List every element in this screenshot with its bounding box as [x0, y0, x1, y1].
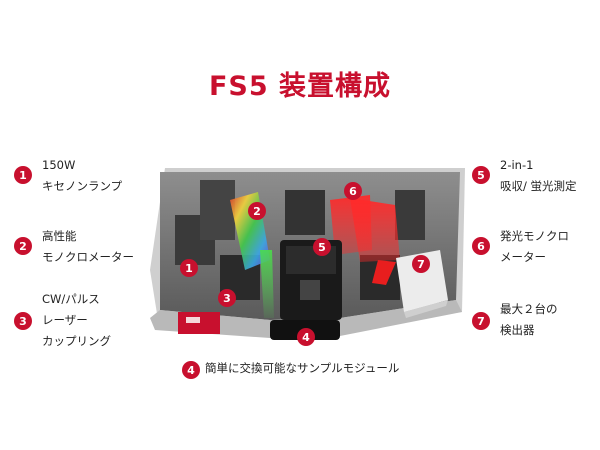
svg-text:5: 5 — [318, 241, 326, 254]
emission-beams — [330, 195, 400, 285]
callout-3-line-3: カップリング — [42, 334, 111, 348]
callout-6-line-1: 発光モノクロ — [500, 229, 569, 243]
callout-label-3: CW/パルス レーザー カップリング — [42, 289, 111, 352]
svg-text:3: 3 — [223, 292, 231, 305]
svg-text:4: 4 — [302, 331, 310, 344]
callout-1-line-1: 150W — [42, 158, 76, 172]
callout-badge-6: 6 — [472, 237, 490, 255]
callout-5-line-2: 吸収/ 蛍光測定 — [500, 179, 577, 193]
callout-badge-7: 7 — [472, 312, 490, 330]
callout-label-6: 発光モノクロ メーター — [500, 226, 569, 268]
svg-text:6: 6 — [349, 185, 357, 198]
callout-1-line-2: キセノンランプ — [42, 179, 123, 193]
callout-7-line-2: 検出器 — [500, 323, 535, 337]
callout-2-line-2: モノクロメーター — [42, 250, 134, 264]
callout-label-4: 簡単に交換可能なサンプルモジュール — [205, 361, 400, 375]
detector-block — [396, 250, 448, 318]
callout-badge-4: 4 — [182, 361, 200, 379]
svg-text:2: 2 — [253, 205, 261, 218]
sample-chamber — [270, 240, 342, 340]
callout-label-2: 高性能 モノクロメーター — [42, 226, 134, 268]
callout-label-7: 最大２台の 検出器 — [500, 299, 558, 341]
callout-7-line-1: 最大２台の — [500, 302, 558, 316]
svg-text:7: 7 — [417, 258, 425, 271]
callout-badge-5: 5 — [472, 166, 490, 184]
callout-5-line-1: 2-in-1 — [500, 158, 534, 172]
callout-label-1: 150W キセノンランプ — [42, 155, 122, 197]
laser-module — [178, 312, 220, 334]
callout-badge-1: 1 — [14, 166, 32, 184]
svg-text:1: 1 — [185, 262, 193, 275]
callout-3-line-2: レーザー — [42, 313, 88, 327]
image-badges: 2 6 5 1 3 7 4 — [180, 182, 430, 346]
callout-6-line-2: メーター — [500, 250, 546, 264]
callout-badge-3: 3 — [14, 312, 32, 330]
callout-3-line-1: CW/パルス — [42, 292, 100, 306]
callout-2-line-1: 高性能 — [42, 229, 77, 243]
callout-label-5: 2-in-1 吸収/ 蛍光測定 — [500, 155, 577, 197]
callout-badge-2: 2 — [14, 237, 32, 255]
page-title: FS5 装置構成 — [208, 71, 392, 102]
